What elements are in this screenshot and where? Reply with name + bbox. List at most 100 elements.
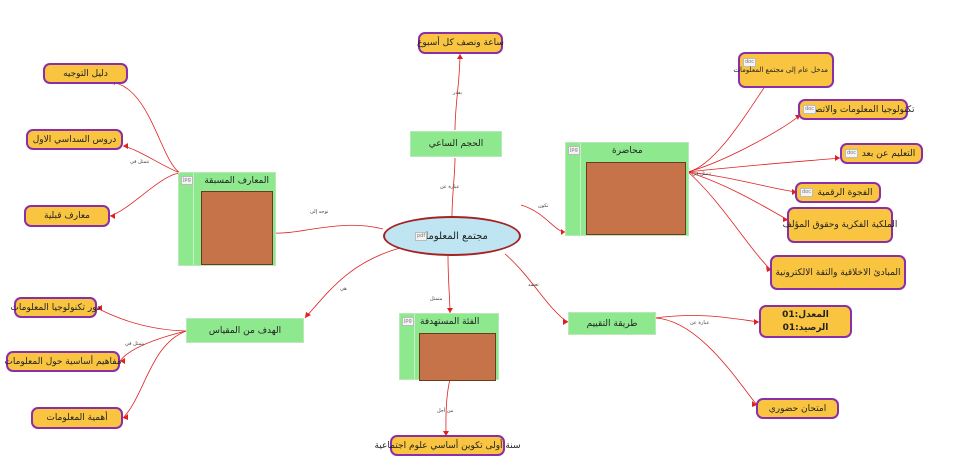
edge-label: تعتمد [528, 282, 539, 288]
edge-label: متمثل [430, 296, 443, 302]
node-lecture-label: محاضرة [612, 146, 643, 156]
edge-center-volume [451, 157, 456, 217]
node-audience[interactable]: jpg الفئة المستهدفة [399, 313, 499, 381]
edge-label: تتمثل في [692, 171, 712, 177]
leaf-label: المبادئ الاخلاقية والثقة الالكترونية [775, 267, 901, 278]
arrow-head [752, 401, 757, 407]
edge-label: يتمثل في [125, 341, 145, 347]
arrow-head [110, 213, 115, 219]
leaf-lecture-distance-learning[interactable]: doc التعليم عن بعد [840, 143, 923, 164]
leaf-lecture-copyright[interactable]: الملكية الفكرية وحقوق المؤلف [783, 207, 897, 243]
credit-value: الرصيد:01 [782, 322, 829, 333]
arrow-head [783, 217, 788, 222]
edge-label: من أجل [437, 407, 454, 414]
arrow-head [766, 266, 771, 272]
arrow-head [835, 155, 840, 161]
leaf-objective-importance[interactable]: أهمية المعلومات [31, 407, 123, 429]
leaf-label: الفجوة الرقمية [817, 187, 873, 198]
edge-lecture-leaf1 [687, 79, 771, 173]
picture-thumbnail [586, 162, 686, 235]
leaf-label: ساعة ونصف كل أسبوع [417, 38, 504, 48]
leaf-evaluation-score[interactable]: المعدل:01 الرصيد:01 [759, 305, 852, 338]
edge-lecture-leaf4 [687, 171, 798, 193]
jpg-file-icon: jpg [568, 146, 580, 155]
leaf-label: التعليم عن بعد [861, 148, 916, 159]
leaf-label: تكنولوجيا المعلومات والاتصال [805, 104, 915, 115]
edge-prior-leaf1 [109, 81, 181, 174]
node-volume[interactable]: الحجم الساعي [410, 131, 502, 157]
panel-strip [179, 173, 194, 265]
coefficient-value: المعدل:01 [782, 309, 829, 320]
leaf-lecture-intro[interactable]: doc مدخل عام إلى مجتمع المعلومات [733, 52, 834, 88]
arrow-head [123, 143, 128, 149]
edge-volume-leaf [454, 53, 461, 131]
leaf-label: سنة أولى تكوين أساسي علوم اجتماعية [374, 440, 521, 451]
doc-file-icon: doc [845, 149, 858, 158]
node-lecture[interactable]: jpg محاضرة [565, 142, 689, 236]
node-evaluation-label: طريقة التقييم [586, 318, 638, 329]
node-prior-label: المعارف المسبقة [204, 176, 269, 186]
edge-evaluation-leaf1 [654, 315, 760, 323]
node-prior[interactable]: jpg المعارف المسبقة [178, 172, 276, 266]
leaf-audience-first-year[interactable]: سنة أولى تكوين أساسي علوم اجتماعية [375, 435, 521, 456]
leaf-objective-basic-concepts[interactable]: مفاهيم أساسية حول المعلومات [4, 351, 122, 372]
leaf-label: دليل التوجيه [63, 68, 108, 79]
node-evaluation[interactable]: طريقة التقييم [568, 312, 656, 335]
edge-evaluation-leaf2 [654, 317, 758, 406]
arrow-head [792, 189, 797, 195]
leaf-evaluation-exam[interactable]: امتحان حضوري [756, 398, 839, 419]
jpg-file-icon: jpg [402, 317, 414, 326]
picture-thumbnail [201, 191, 273, 265]
arrow-head [123, 414, 128, 420]
central-topic[interactable]: pdf مجتمع المعلومات [383, 216, 521, 256]
edge-label: عبارة عن [440, 184, 459, 190]
arrow-head [443, 431, 449, 436]
edge-lecture-leaf5 [687, 171, 789, 221]
arrow-head [447, 308, 453, 313]
leaf-lecture-digital-divide[interactable]: doc الفجوة الرقمية [795, 182, 881, 203]
edge-label: عبارة عن [690, 320, 709, 326]
node-objective[interactable]: الهدف من المقياس [186, 318, 304, 343]
edge-center-lecture [520, 204, 566, 233]
edge-label: توجه إلى [310, 209, 329, 215]
leaf-label: مفاهيم أساسية حول المعلومات [4, 356, 122, 367]
edge-objective-leaf1 [96, 307, 187, 332]
arrow-head [754, 319, 759, 325]
node-audience-label: الفئة المستهدفة [420, 317, 480, 327]
node-objective-label: الهدف من المقياس [208, 325, 282, 336]
leaf-label: امتحان حضوري [768, 403, 827, 414]
edge-objective-leaf3 [122, 330, 187, 419]
leaf-prior-prior-knowledge[interactable]: معارف قبلية [24, 205, 110, 227]
edge-label: تكون [538, 203, 549, 209]
jpg-file-icon: jpg [181, 176, 193, 185]
leaf-label: معارف قبلية [44, 211, 90, 221]
edge-lecture-leaf6 [687, 171, 772, 271]
leaf-objective-it-role[interactable]: دور تكنولوجيا المعلومات [10, 297, 101, 318]
leaf-label: مدخل عام إلى مجتمع المعلومات [733, 66, 828, 74]
leaf-label: أهمية المعلومات [46, 413, 108, 423]
edge-label: تتمثل في [130, 159, 150, 165]
panel-strip [400, 314, 415, 379]
edge-center-prior [272, 224, 384, 234]
leaf-lecture-ict[interactable]: doc تكنولوجيا المعلومات والاتصال [798, 99, 915, 120]
leaf-prior-orientation-guide[interactable]: دليل التوجيه [43, 63, 128, 84]
leaf-label: دروس السداسي الاول [32, 134, 117, 145]
leaf-prior-first-semester[interactable]: دروس السداسي الاول [26, 129, 123, 150]
edge-center-evaluation [504, 253, 569, 323]
doc-file-icon: doc [800, 188, 813, 197]
pdf-file-icon: pdf [415, 232, 428, 241]
arrow-head [457, 54, 463, 59]
arrow-head [120, 358, 125, 364]
leaf-volume-weekly-hours[interactable]: ساعة ونصف كل أسبوع [417, 32, 504, 54]
arrow-head [563, 319, 568, 325]
edge-label: هي [340, 286, 347, 292]
edge-lecture-leaf3 [687, 157, 841, 173]
node-volume-label: الحجم الساعي [428, 139, 484, 149]
edge-center-audience [447, 255, 451, 314]
edge-objective-leaf2 [119, 330, 187, 362]
picture-thumbnail [419, 333, 496, 381]
central-topic-label: مجتمع المعلومات [416, 230, 488, 242]
arrow-head [561, 229, 565, 235]
leaf-lecture-ethics[interactable]: المبادئ الاخلاقية والثقة الالكترونية [770, 255, 906, 290]
edge-lecture-leaf2 [687, 114, 801, 173]
